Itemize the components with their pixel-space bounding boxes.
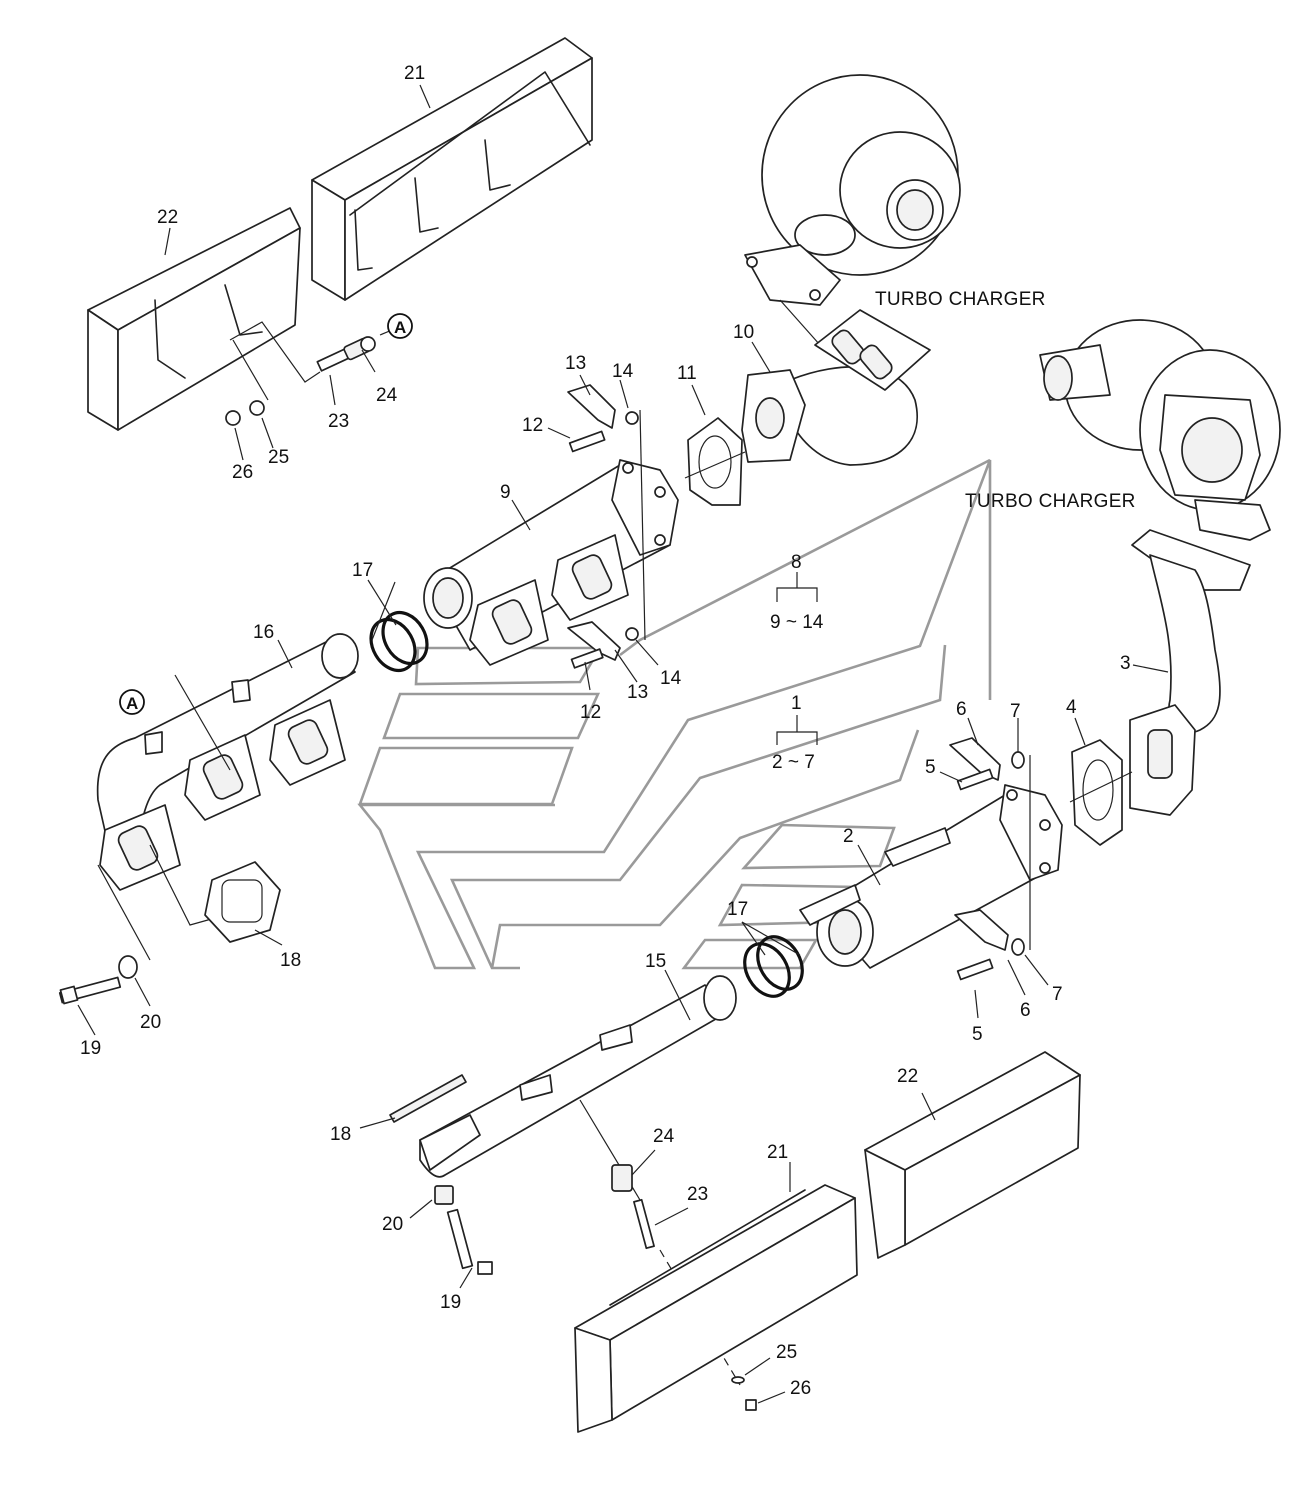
note-turbo-charger-right: TURBO CHARGER	[965, 491, 1136, 512]
callout-11: 11	[677, 363, 697, 384]
callout-18-bottom: 18	[330, 1124, 351, 1145]
heat-shield-21-bottom	[574, 1184, 858, 1433]
callout-a-top: A	[394, 318, 406, 337]
exhaust-elbow-3	[1129, 529, 1251, 816]
turbocharger-right	[1039, 319, 1281, 541]
callout-21-top: 21	[404, 63, 425, 84]
callout-5-bottom: 5	[972, 1024, 983, 1045]
callout-24-top: 24	[376, 385, 398, 406]
callout-9: 9	[500, 482, 511, 503]
callout-19-bottom: 19	[440, 1292, 461, 1313]
clamps-bolts-12-13-14	[567, 384, 746, 669]
callout-26-bottom: 26	[790, 1378, 811, 1399]
gasket-18-bottom	[389, 1074, 467, 1123]
callout-6-top: 6	[956, 699, 967, 720]
callout-1: 1	[791, 693, 802, 714]
watermark-logo	[357, 458, 992, 970]
callout-3: 3	[1120, 653, 1131, 674]
callout-22-top: 22	[157, 207, 178, 228]
bolt-19-washer-20-bottom	[434, 1185, 493, 1275]
callout-12-top: 12	[522, 415, 543, 436]
callout-10: 10	[733, 322, 754, 343]
detail-a-circle-top	[387, 313, 413, 339]
callout-15: 15	[645, 951, 666, 972]
seal-rings-17-top	[369, 610, 429, 673]
gasket-18-top	[204, 861, 281, 943]
bolt-19-washer-20-top	[58, 955, 138, 1005]
callout-16: 16	[253, 622, 274, 643]
callout-labels: 21 22 A 24 23 26 25 13 14 12 11 10 9 17 …	[80, 63, 1131, 1399]
callout-13-mid: 13	[627, 682, 648, 703]
callout-7-bottom: 7	[1052, 984, 1063, 1005]
callout-19-top: 19	[80, 1038, 101, 1059]
callout-13-top: 13	[565, 353, 586, 374]
group-brackets	[776, 572, 818, 745]
callout-6-bottom: 6	[1020, 1000, 1031, 1021]
callout-24-bottom: 24	[653, 1126, 675, 1147]
callout-12-mid: 12	[580, 702, 601, 723]
callout-26-top: 26	[232, 462, 253, 483]
callout-17-bottom: 17	[727, 899, 748, 920]
heat-shield-22-bottom	[864, 1051, 1081, 1259]
exhaust-elbow-10	[741, 309, 931, 466]
leader-lines	[77, 84, 1169, 1404]
exhaust-manifold-9	[423, 409, 679, 666]
callout-a-left: A	[126, 694, 138, 713]
heat-shield-22-top	[87, 207, 301, 431]
stud-23-spacer-24-bottom	[611, 1164, 757, 1411]
callout-7-top: 7	[1010, 701, 1021, 722]
callout-14-mid: 14	[660, 668, 682, 689]
exhaust-manifold-15	[419, 975, 737, 1201]
callout-17-top: 17	[352, 560, 373, 581]
callout-25-top: 25	[268, 447, 289, 468]
callout-20-bottom: 20	[382, 1214, 403, 1235]
callout-8-range: 9 ~ 14	[770, 612, 824, 633]
callout-8: 8	[791, 552, 802, 573]
stud-bolt-23-top	[225, 321, 376, 426]
callout-4: 4	[1066, 697, 1077, 718]
callout-18-top: 18	[280, 950, 301, 971]
heat-shield-21-top	[311, 37, 593, 301]
callout-20-top: 20	[140, 1012, 161, 1033]
callout-14-top: 14	[612, 361, 634, 382]
exhaust-manifold-2	[799, 755, 1063, 969]
callout-22-bottom: 22	[897, 1066, 918, 1087]
callout-2: 2	[843, 826, 854, 847]
note-turbo-charger-top: TURBO CHARGER	[875, 289, 1046, 310]
callout-25-bottom: 25	[776, 1342, 797, 1363]
callout-23-bottom: 23	[687, 1184, 708, 1205]
exhaust-manifold-16	[96, 633, 359, 961]
gasket-11	[687, 417, 743, 506]
gasket-4	[1069, 739, 1133, 846]
callout-5-top: 5	[925, 757, 936, 778]
callout-1-range: 2 ~ 7	[772, 752, 815, 773]
callout-21-bottom: 21	[767, 1142, 788, 1163]
callout-23-top: 23	[328, 411, 349, 432]
detail-a-circle-left	[119, 689, 145, 715]
turbocharger-top	[744, 74, 961, 346]
